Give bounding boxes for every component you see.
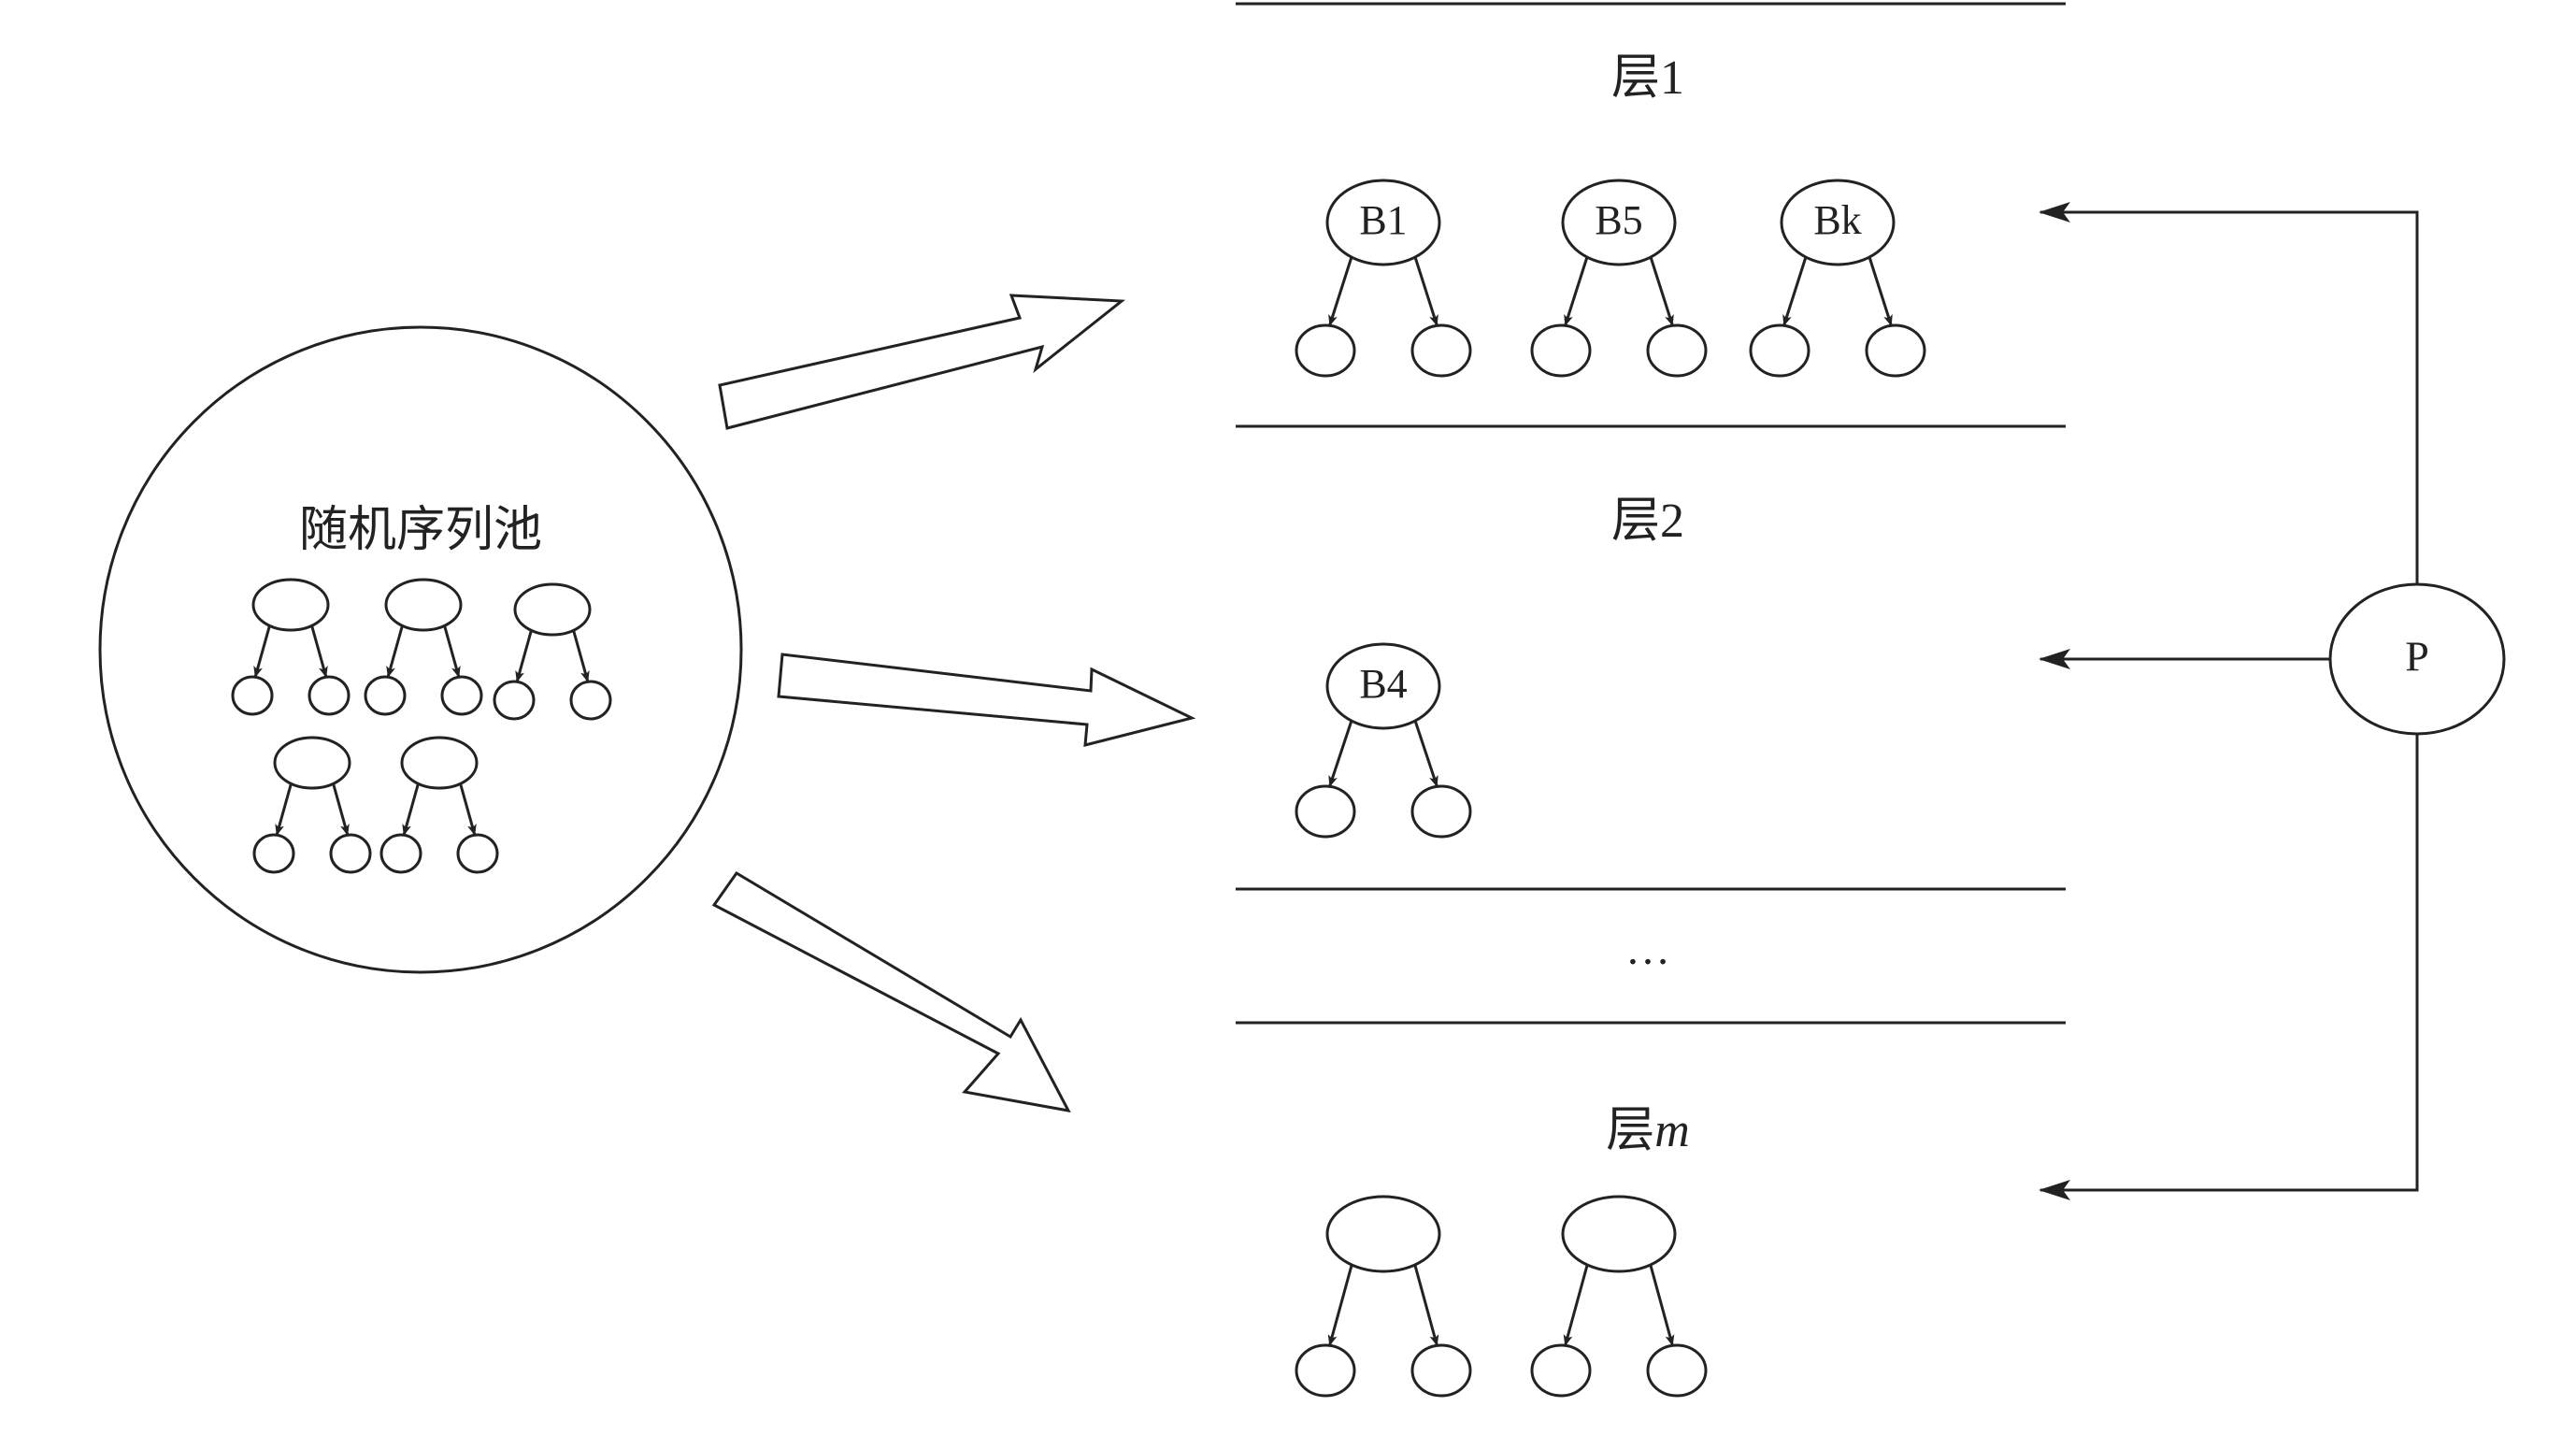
- parent-node: [384, 578, 463, 632]
- tree-label: B1: [1359, 197, 1407, 243]
- pool-circle: [98, 325, 743, 974]
- layer-trees: [1295, 1195, 1708, 1398]
- tree-node: B1: [1295, 179, 1472, 378]
- p-to-layer-m-arrow: [2039, 734, 2419, 1200]
- edge-arrow: [1327, 1261, 1354, 1346]
- layer-ellipsis: …: [1625, 925, 1670, 974]
- child-node: [379, 833, 422, 874]
- parent-node: [1561, 179, 1677, 266]
- tree-label: Bk: [1813, 197, 1861, 243]
- arrow-to-layer-m: [711, 870, 1071, 1113]
- child-node: [1410, 784, 1472, 839]
- child-node: [1295, 1343, 1356, 1398]
- edge-arrow: [1648, 1261, 1675, 1346]
- pool-trees: [231, 578, 612, 874]
- parent-node: [400, 736, 479, 790]
- child-node: [231, 675, 274, 716]
- edge-arrow: [275, 781, 293, 836]
- layer-1: 层1 B1 B5 Bk: [1295, 51, 1926, 378]
- child-node: [1410, 323, 1472, 378]
- child-node: [1530, 1343, 1592, 1398]
- child-node: [308, 675, 351, 716]
- child-node: [493, 680, 536, 721]
- child-node: [1646, 323, 1708, 378]
- edge-arrow: [1648, 253, 1674, 326]
- tree-node: [1530, 1195, 1708, 1398]
- child-node: [456, 833, 499, 874]
- tree-node: [252, 736, 372, 874]
- edge-arrow: [1328, 253, 1354, 326]
- tree-node: [364, 578, 483, 716]
- layer-trees: B4: [1295, 642, 1472, 839]
- parent-node: [1325, 642, 1441, 730]
- edge-arrow: [1328, 717, 1354, 787]
- parent-node: [251, 578, 330, 632]
- layer-label-prefix: 层: [1606, 1104, 1654, 1157]
- child-node: [1749, 323, 1810, 378]
- pool-to-layer-arrows: [711, 294, 1196, 1113]
- parent-node: [513, 582, 592, 637]
- edge-arrow: [571, 627, 590, 682]
- edge-arrow: [386, 623, 405, 678]
- child-node: [1865, 323, 1926, 378]
- edge-arrow: [515, 627, 534, 682]
- layer-2: 层2 B4: [1295, 495, 1684, 839]
- layer-label: 层2: [1611, 495, 1684, 548]
- tree-node: [493, 582, 612, 721]
- layer-m: 层m: [1295, 1104, 1708, 1398]
- child-node: [329, 833, 372, 874]
- layer-label: 层m: [1606, 1104, 1690, 1157]
- child-node: [1295, 323, 1356, 378]
- layer-label: 层1: [1611, 51, 1684, 105]
- edge-arrow: [331, 781, 350, 836]
- child-node: [364, 675, 407, 716]
- child-node: [1530, 323, 1592, 378]
- child-node: [1410, 1343, 1472, 1398]
- child-node: [440, 675, 483, 716]
- pool-label: 随机序列池: [299, 504, 542, 557]
- edge-arrow: [1412, 717, 1438, 787]
- edge-arrow: [402, 781, 421, 836]
- edge-arrow: [253, 623, 272, 678]
- edge-arrow: [1563, 1261, 1590, 1346]
- p-to-layer1-arrow: [2039, 202, 2419, 584]
- p-node-label: P: [2405, 633, 2429, 681]
- tree-node: B5: [1530, 179, 1708, 378]
- edge-arrow: [309, 623, 328, 678]
- edge-arrow: [1412, 253, 1438, 326]
- arrow-to-layer1: [718, 294, 1126, 430]
- layer-trees: B1 B5 Bk: [1295, 179, 1926, 378]
- parent-node: [1325, 179, 1441, 266]
- parent-node: [1561, 1195, 1677, 1273]
- tree-node: [231, 578, 351, 716]
- parent-node: [1325, 1195, 1441, 1273]
- tree-label: B5: [1595, 197, 1642, 243]
- arrow-to-layer2: [777, 653, 1196, 747]
- tree-node: Bk: [1749, 179, 1926, 378]
- tree-node: B4: [1295, 642, 1472, 839]
- child-node: [1646, 1343, 1708, 1398]
- p-node: [2328, 582, 2506, 736]
- layer-separators: [1236, 2, 2066, 1025]
- parent-node: [1780, 179, 1896, 266]
- tree-node: [379, 736, 499, 874]
- tree-label: B4: [1359, 661, 1407, 707]
- edge-arrow: [1867, 253, 1893, 326]
- layer-label-variable: m: [1654, 1104, 1690, 1157]
- edge-arrow: [442, 623, 461, 678]
- edge-arrow: [1412, 1261, 1439, 1346]
- edge-arrow: [458, 781, 477, 836]
- tree-node: [1295, 1195, 1472, 1398]
- child-node: [569, 680, 612, 721]
- sequence-pool: 随机序列池: [98, 325, 743, 974]
- child-node: [252, 833, 295, 874]
- edge-arrow: [1782, 253, 1809, 326]
- p-feedback: P: [2039, 202, 2506, 1200]
- edge-arrow: [1564, 253, 1590, 326]
- parent-node: [273, 736, 351, 790]
- child-node: [1295, 784, 1356, 839]
